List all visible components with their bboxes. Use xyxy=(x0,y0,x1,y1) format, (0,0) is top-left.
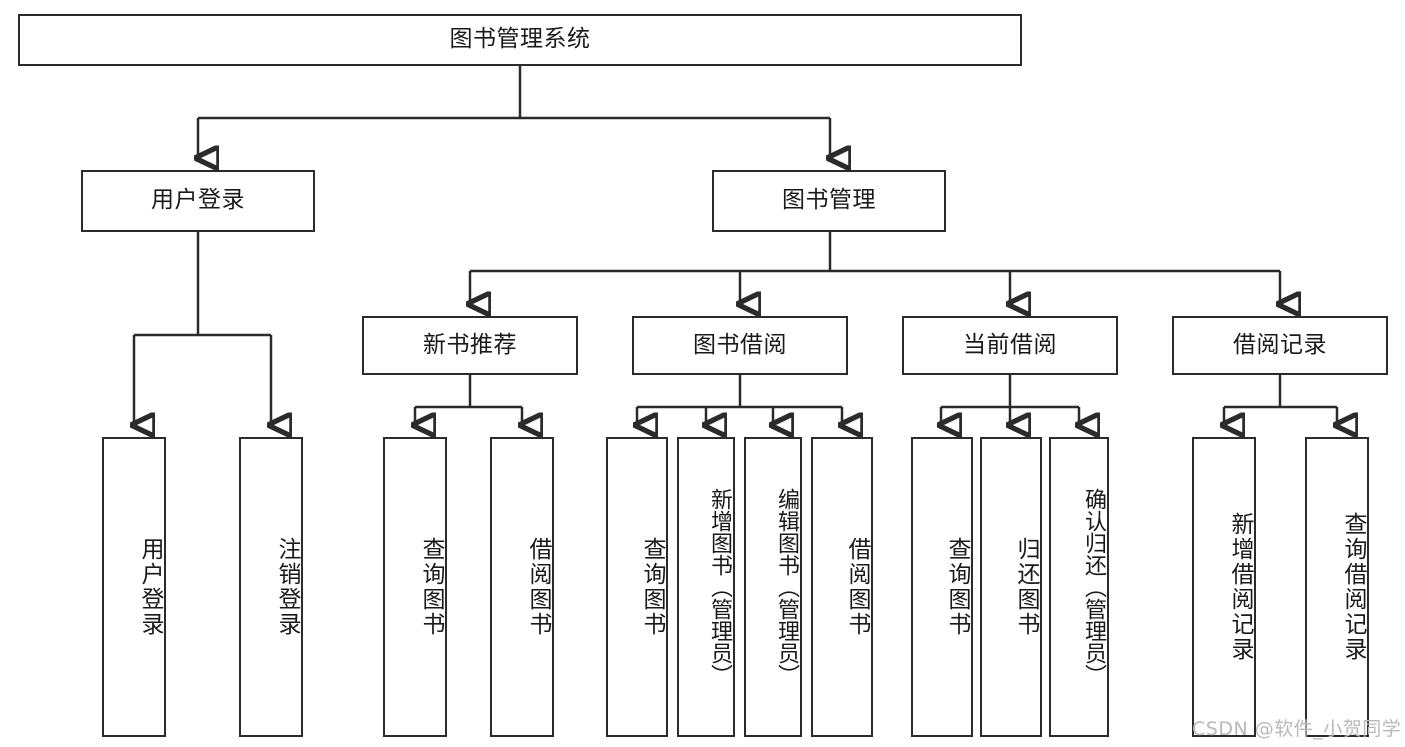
node-label: 编辑图书（管理员） xyxy=(774,488,799,686)
node-label: 图书借阅 xyxy=(693,331,787,358)
node-book-borrow[interactable]: 图书借阅 xyxy=(632,316,848,375)
leaf-borrow-add-book-admin[interactable]: 新增图书（管理员） xyxy=(677,437,735,737)
node-label: 查询图书 xyxy=(639,537,665,637)
node-label: 当前借阅 xyxy=(963,331,1057,358)
leaf-user-login-logout[interactable]: 注销登录 xyxy=(239,437,303,737)
node-label: 借阅记录 xyxy=(1233,331,1327,358)
node-root-system[interactable]: 图书管理系统 xyxy=(18,14,1022,66)
node-label: 用户登录 xyxy=(151,187,245,214)
leaf-record-add-record[interactable]: 新增借阅记录 xyxy=(1192,437,1256,737)
csdn-watermark: CSDN @软件_小贺同学 xyxy=(1192,718,1402,740)
leaf-user-login-login[interactable]: 用户登录 xyxy=(102,437,166,737)
leaf-record-query-record[interactable]: 查询借阅记录 xyxy=(1305,437,1369,737)
node-label: 新增图书（管理员） xyxy=(707,488,732,686)
leaf-current-confirm-return-admin[interactable]: 确认归还（管理员） xyxy=(1049,437,1109,737)
node-label: 新书推荐 xyxy=(423,331,517,358)
leaf-current-query-book[interactable]: 查询图书 xyxy=(911,437,973,737)
leaf-new-book-borrow[interactable]: 借阅图书 xyxy=(490,437,554,737)
node-label: 图书管理 xyxy=(782,187,876,214)
node-label: 归还图书 xyxy=(1013,537,1039,637)
node-new-book-recommend[interactable]: 新书推荐 xyxy=(362,316,578,375)
node-label: 查询图书 xyxy=(944,537,970,637)
node-label: 新增借阅记录 xyxy=(1227,512,1253,662)
node-user-login[interactable]: 用户登录 xyxy=(81,170,315,232)
node-label: 查询图书 xyxy=(418,537,444,637)
node-label: 查询借阅记录 xyxy=(1340,512,1366,662)
node-label: 确认归还（管理员） xyxy=(1081,488,1106,686)
node-label: 注销登录 xyxy=(274,537,300,637)
node-label: 图书管理系统 xyxy=(449,26,591,53)
leaf-borrow-edit-book-admin[interactable]: 编辑图书（管理员） xyxy=(744,437,802,737)
leaf-current-return-book[interactable]: 归还图书 xyxy=(980,437,1042,737)
node-book-management[interactable]: 图书管理 xyxy=(712,170,946,232)
leaf-borrow-borrow-book[interactable]: 借阅图书 xyxy=(811,437,873,737)
node-label: 借阅图书 xyxy=(844,537,870,637)
node-current-borrow[interactable]: 当前借阅 xyxy=(902,316,1118,375)
leaf-new-book-query[interactable]: 查询图书 xyxy=(383,437,447,737)
leaf-borrow-query-book[interactable]: 查询图书 xyxy=(606,437,668,737)
node-borrow-record[interactable]: 借阅记录 xyxy=(1172,316,1388,375)
node-label: 用户登录 xyxy=(137,537,163,637)
node-label: 借阅图书 xyxy=(525,537,551,637)
